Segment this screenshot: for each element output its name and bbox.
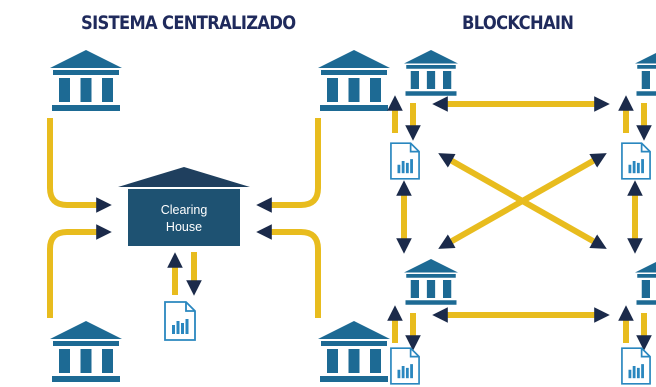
bank-icon — [318, 50, 390, 111]
blockchain-title: BLOCKCHAIN — [462, 12, 574, 34]
blockchain-connectors — [387, 95, 652, 351]
bank-icon — [318, 321, 390, 382]
clearing-house-label-line1: Clearing — [161, 203, 208, 217]
connector-bottom-left-bank — [47, 224, 112, 318]
bank-icon — [635, 259, 656, 305]
document-chart-icon — [621, 347, 651, 385]
bank-icon — [404, 259, 458, 305]
bank-icon — [635, 50, 656, 96]
clearing-house-label-line2: House — [166, 220, 202, 234]
bank-icon — [50, 50, 122, 111]
document-chart-icon — [620, 142, 652, 180]
link-diagonal-up — [438, 153, 607, 249]
bank-icon — [404, 50, 458, 96]
document-chart-icon — [390, 347, 420, 385]
connector-top-left-bank — [47, 118, 112, 213]
centralized-connectors — [47, 118, 321, 318]
bank-icon — [50, 321, 122, 382]
connector-bottom-right-bank — [256, 224, 321, 318]
centralized-system-title: SISTEMA CENTRALIZADO — [81, 12, 296, 34]
connector-top-right-bank — [256, 118, 321, 213]
document-chart-icon — [164, 301, 196, 341]
document-chart-icon — [389, 142, 421, 180]
clearing-house-building-icon — [118, 167, 250, 246]
